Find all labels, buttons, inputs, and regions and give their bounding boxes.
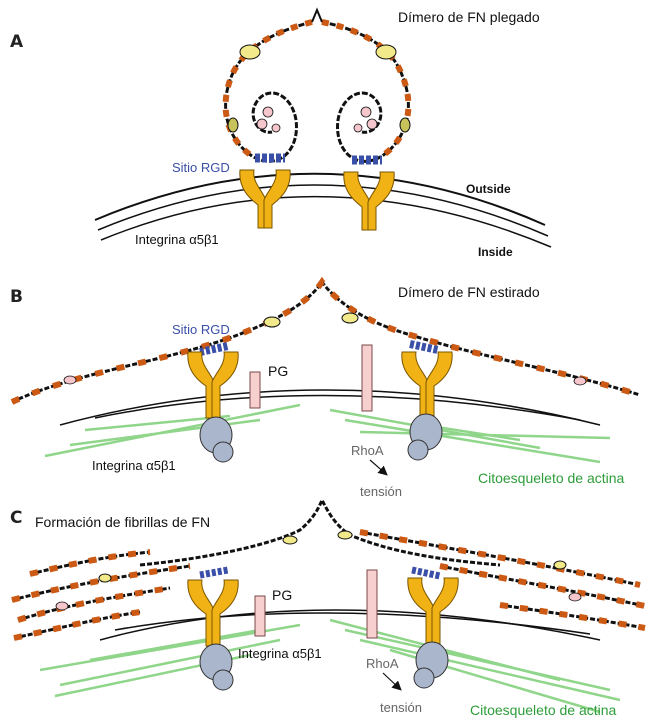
integrin-a-left [240, 170, 290, 228]
panel-a-integrin-label: Integrina α5β1 [135, 232, 219, 247]
panel-c-actin-label: Citoesqueleto de actina [470, 702, 617, 718]
folded-fn-left [226, 22, 312, 161]
panel-b-integrin-label: Integrina α5β1 [92, 458, 176, 473]
panel-c-rhoa-label: RhoA [366, 656, 399, 671]
stretched-fn [12, 282, 640, 402]
actin-filaments-b [45, 405, 610, 462]
panel-b-rhoa-label: RhoA [351, 443, 384, 458]
integrin-b-right [402, 352, 452, 460]
panel-b: B Dímero de FN estirado [10, 282, 640, 499]
panel-b-title: Dímero de FN estirado [398, 284, 540, 300]
panel-a-rgd-label: Sitio RGD [172, 160, 230, 175]
panel-a-title: Dímero de FN plegado [398, 9, 540, 25]
panel-b-tension-label: tensión [360, 484, 402, 499]
fn-dimer-junction [312, 10, 322, 22]
panel-b-pg-label: PG [268, 363, 288, 379]
pg-right-b [362, 345, 372, 411]
panel-a: A Dímero de FN plegado [10, 9, 551, 259]
panel-c-title: Formación de fibrillas de FN [35, 514, 210, 530]
panel-b-tension-arrow [370, 460, 386, 474]
panel-b-actin-label: Citoesqueleto de actina [478, 470, 625, 486]
panel-b-rgd-label: Sitio RGD [172, 322, 230, 337]
inside-label: Inside [478, 245, 513, 259]
folded-fn-right [322, 22, 410, 161]
membrane-b-inner [95, 395, 580, 420]
panel-c-integrin-label: Integrina α5β1 [238, 646, 322, 661]
pg-left-c [255, 596, 265, 636]
panel-c-pg-label: PG [272, 587, 292, 603]
panel-a-letter: A [10, 32, 24, 52]
panel-c-tension-arrow [383, 673, 400, 689]
panel-c-letter: C [10, 508, 22, 528]
outside-label: Outside [466, 182, 511, 196]
pg-right-c [367, 570, 377, 638]
pg-left-b [250, 372, 260, 408]
panel-c-tension-label: tensión [380, 700, 422, 715]
integrin-b-left [188, 352, 238, 462]
panel-b-letter: B [10, 287, 23, 307]
panel-c: C Formación de fibrillas de FN [10, 500, 645, 718]
integrin-c-right [408, 578, 458, 688]
